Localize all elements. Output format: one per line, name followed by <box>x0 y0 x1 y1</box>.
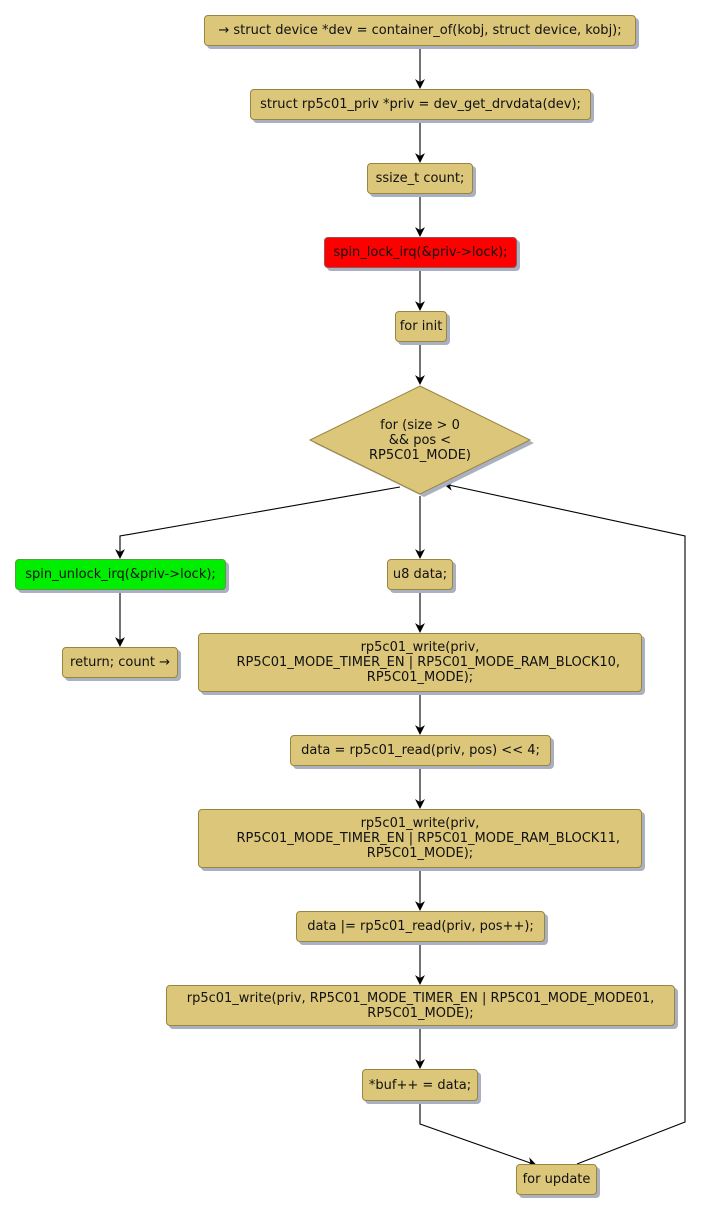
node-u8-data-label: u8 data; <box>392 567 448 582</box>
node-write-mode01: rp5c01_write(priv, RP5C01_MODE_TIMER_EN … <box>166 985 675 1026</box>
node-declare-count-label: ssize_t count; <box>375 171 465 186</box>
node-for-update-label: for update <box>522 1172 591 1187</box>
edge-cond-unlock <box>115 486 401 559</box>
node-write-block10: rp5c01_write(priv, RP5C01_MODE_TIMER_EN … <box>198 633 642 692</box>
node-write-mode01-label: rp5c01_write(priv, RP5C01_MODE_TIMER_EN … <box>186 990 655 1021</box>
node-for-init: for init <box>395 311 447 342</box>
node-get-priv: struct rp5c01_priv *priv = dev_get_drvda… <box>250 89 591 120</box>
edge-upd-cond <box>443 481 686 1165</box>
node-read-high: data = rp5c01_read(priv, pos) << 4; <box>290 735 551 766</box>
node-read-low-label: data |= rp5c01_read(priv, pos++); <box>307 919 534 934</box>
node-for-init-label: for init <box>399 319 443 334</box>
node-return-label: return; count → <box>70 655 170 670</box>
node-return: return; count → <box>62 647 178 678</box>
node-write-block10-label: rp5c01_write(priv, RP5C01_MODE_TIMER_EN … <box>236 640 621 685</box>
node-spin-unlock: spin_unlock_irq(&priv->lock); <box>15 559 226 590</box>
node-read-high-label: data = rp5c01_read(priv, pos) << 4; <box>301 743 540 758</box>
node-store-buf: *buf++ = data; <box>362 1069 478 1101</box>
node-get-device: → struct device *dev = container_of(kobj… <box>204 15 636 46</box>
node-write-block11-label: rp5c01_write(priv, RP5C01_MODE_TIMER_EN … <box>236 816 621 861</box>
node-spin-lock: spin_lock_irq(&priv->lock); <box>324 237 517 268</box>
node-read-low: data |= rp5c01_read(priv, pos++); <box>296 911 545 942</box>
node-spin-lock-label: spin_lock_irq(&priv->lock); <box>333 245 508 260</box>
node-declare-count: ssize_t count; <box>367 163 473 194</box>
node-u8-data: u8 data; <box>387 559 453 590</box>
node-write-block11: rp5c01_write(priv, RP5C01_MODE_TIMER_EN … <box>198 809 642 868</box>
node-spin-unlock-label: spin_unlock_irq(&priv->lock); <box>25 567 216 582</box>
node-store-buf-label: *buf++ = data; <box>368 1077 472 1093</box>
node-get-priv-label: struct rp5c01_priv *priv = dev_get_drvda… <box>260 97 581 112</box>
node-loop-condition-label: for (size > 0 && pos < RP5C01_MODE) <box>368 417 471 463</box>
edge-b7-upd <box>419 1101 537 1167</box>
node-get-device-label: → struct device *dev = container_of(kobj… <box>218 23 622 38</box>
node-for-update: for update <box>516 1164 597 1195</box>
node-loop-condition <box>308 385 534 497</box>
